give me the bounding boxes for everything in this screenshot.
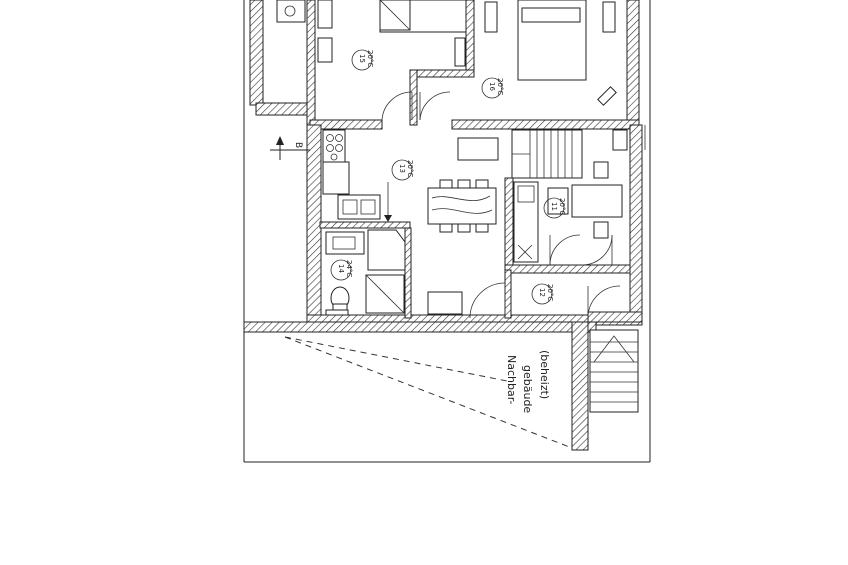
room-label-13: 13 20°C — [391, 159, 414, 181]
room-temp-13: 20°C — [406, 160, 414, 177]
neighbor-outline — [284, 336, 573, 449]
room-number-14: 14 — [337, 264, 345, 273]
neighbor-label-line3: (beheizt) — [538, 350, 551, 399]
room-labels: 15 20°C 16 20°C 13 20°C 11 20°C 14 24°C … — [330, 49, 566, 305]
room-temp-11: 20°C — [558, 198, 566, 215]
room-label-12: 12 20°C — [531, 283, 554, 305]
room-temp-14: 24°C — [345, 260, 353, 277]
room-temp-15: 20°C — [366, 50, 374, 67]
room-temp-16: 20°C — [496, 78, 504, 95]
staircase — [511, 129, 583, 179]
room-temp-12: 20°C — [546, 284, 554, 301]
outdoor-stairs — [589, 329, 639, 413]
room-number-13: 13 — [398, 164, 406, 173]
upper-furniture — [276, 0, 646, 150]
room-label-15: 15 20°C — [351, 49, 374, 71]
neighbor-label: Nachbar- gebäude (beheizt) — [505, 350, 551, 413]
walls — [243, 0, 643, 451]
room-number-12: 12 — [538, 288, 546, 297]
room-number-15: 15 — [358, 54, 366, 63]
site-frame — [243, 0, 651, 463]
room-label-11: 11 20°C — [543, 197, 566, 219]
room-number-11: 11 — [550, 202, 558, 211]
room-label-16: 16 20°C — [481, 77, 504, 99]
room-label-14: 14 24°C — [330, 259, 353, 281]
section-marker: B — [270, 136, 310, 160]
neighbor-label-line2: gebäude — [521, 365, 534, 413]
middle-furniture — [322, 129, 628, 319]
section-marker-label: B — [293, 142, 303, 148]
room-number-16: 16 — [488, 82, 496, 91]
neighbor-label-line1: Nachbar- — [505, 355, 518, 405]
